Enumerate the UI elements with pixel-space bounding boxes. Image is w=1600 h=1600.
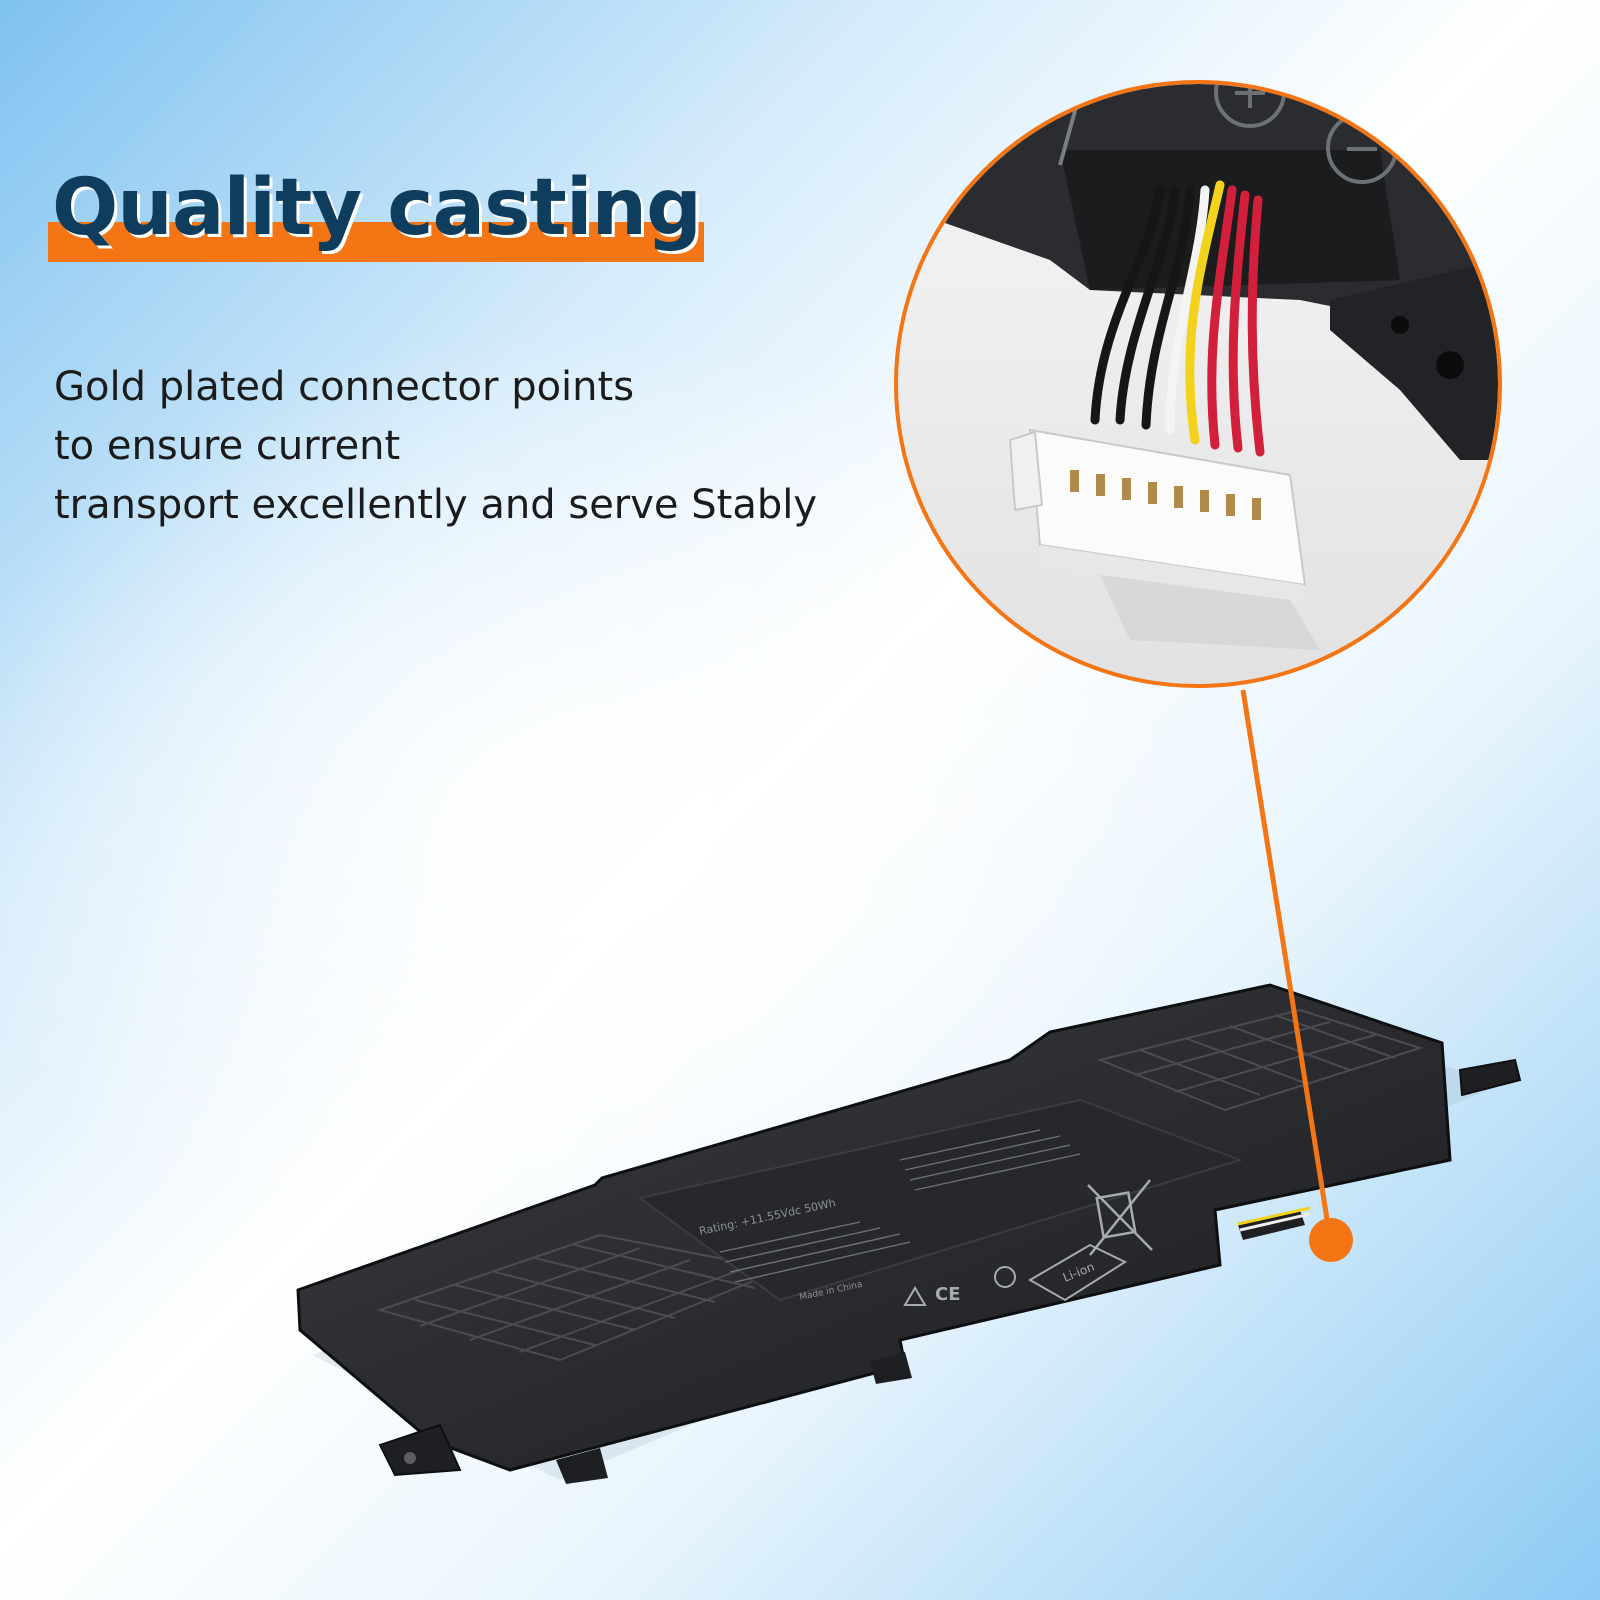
connector-zoom: + − [894,64,1502,688]
crossed-bin-icon [1087,1179,1153,1256]
ce-mark-icon: CE [935,1284,961,1305]
headline: Quality casting [48,160,704,264]
callout-line [1240,689,1333,1239]
feature-description: Gold plated connector points to ensure c… [54,358,817,535]
headline-accent-bar [48,222,704,262]
description-line: to ensure current [54,423,401,469]
svg-text:+: + [1230,64,1270,120]
connector-wires [1090,180,1265,457]
description-line: transport excellently and serve Stably [54,482,818,528]
callout-dot [1309,1218,1353,1262]
certification-icon [994,1266,1016,1288]
zoom-circle-border [894,80,1502,688]
battery-cell-grid-right [1096,1008,1424,1112]
page-title: Quality casting [52,163,702,253]
laptop-battery: Rating: +11.55Vdc 50Wh Made in China CE … [296,983,1522,1484]
description-line: Gold plated connector points [54,364,635,410]
connector-plug [1008,428,1320,650]
warning-icon [903,1286,927,1306]
